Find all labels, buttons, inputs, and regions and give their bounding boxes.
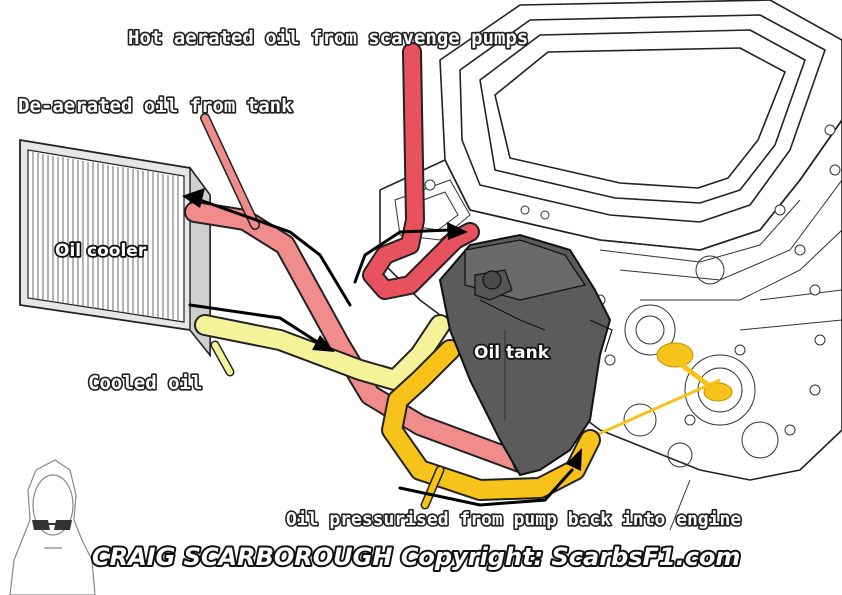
- arrow-to-cooler: [198, 198, 352, 307]
- copyright-credit: CRAIG SCARBOROUGH Copyright: ScarbsF1.co…: [92, 543, 740, 571]
- hot-oil-pipe: [362, 42, 480, 300]
- pressurised-oil-label: Oil pressurised from pump back into engi…: [286, 509, 741, 530]
- arrow-to-engine: [398, 468, 574, 507]
- cooled-oil-pipe: [194, 314, 451, 391]
- hot-oil-label: Hot aerated oil from scavenge pumps: [128, 27, 528, 49]
- deaerated-oil-label: De-aerated oil from tank: [18, 95, 293, 117]
- oil-tank: Oil tank: [438, 233, 613, 477]
- oil-cooler-core-fins: [32, 152, 179, 320]
- oil-tank-label: Oil tank: [474, 343, 550, 363]
- arrow-to-cooler-head: [182, 188, 205, 208]
- engine-block: [379, 0, 842, 531]
- arrow-into-tank: [353, 228, 452, 284]
- pressurised-oil-pipe: [381, 339, 601, 510]
- flow-arrows: [182, 188, 582, 507]
- arrow-from-cooler-head: [312, 335, 335, 352]
- arrow-from-cooler: [188, 303, 324, 347]
- oil-cooler: Oil cooler: [19, 138, 211, 358]
- arrow-to-engine-head: [566, 448, 582, 471]
- cooled-oil-label: Cooled oil: [88, 372, 202, 394]
- oil-cooler-label: Oil cooler: [55, 241, 147, 261]
- author-face-logo: [9, 459, 96, 595]
- arrow-into-tank-head: [447, 222, 468, 240]
